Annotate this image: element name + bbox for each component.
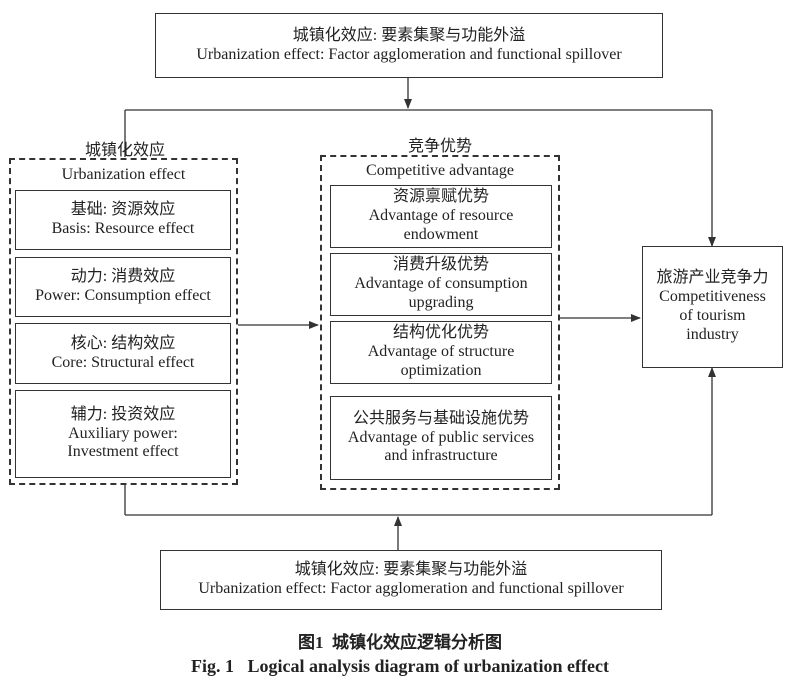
left-group-frame <box>9 158 238 485</box>
middle-group-inner-label: Competitive advantage <box>366 162 514 179</box>
bottom-box-en: Urbanization effect: Factor agglomeratio… <box>198 580 624 597</box>
bottom-factor-box: 城镇化效应: 要素集聚与功能外溢 Urbanization effect: Fa… <box>160 550 662 610</box>
left-item-consumption: 动力: 消费效应 Power: Consumption effect <box>15 257 231 317</box>
tourism-competitiveness-box: 旅游产业竞争力 Competitiveness of tourism indus… <box>642 246 783 368</box>
left-group-outer-label: 城镇化效应 <box>84 142 165 159</box>
figure-caption-cn: 图1 城镇化效应逻辑分析图 <box>298 633 502 652</box>
top-factor-box: 城镇化效应: 要素集聚与功能外溢 Urbanization effect: Fa… <box>155 13 663 78</box>
middle-group-frame <box>320 155 560 490</box>
middle-group-outer-label: 竞争优势 <box>407 138 472 155</box>
figure-caption-en: Fig. 1 Logical analysis diagram of urban… <box>191 656 609 676</box>
middle-item-structure-optimization: 结构优化优势 Advantage of structure optimizati… <box>330 321 552 384</box>
bottom-box-cn: 城镇化效应: 要素集聚与功能外溢 <box>294 561 528 579</box>
left-item-investment: 辅力: 投资效应 Auxiliary power: Investment eff… <box>15 390 231 478</box>
middle-item-consumption-upgrading: 消费升级优势 Advantage of consumption upgradin… <box>330 253 552 316</box>
left-item-structural: 核心: 结构效应 Core: Structural effect <box>15 323 231 384</box>
top-box-cn: 城镇化效应: 要素集聚与功能外溢 <box>292 26 526 44</box>
middle-item-public-services: 公共服务与基础设施优势 Advantage of public services… <box>330 396 552 480</box>
top-box-en: Urbanization effect: Factor agglomeratio… <box>196 45 622 63</box>
middle-item-resource-endowment: 资源禀赋优势 Advantage of resource endowment <box>330 185 552 248</box>
left-item-resource: 基础: 资源效应 Basis: Resource effect <box>15 190 231 250</box>
left-group-inner-label: Urbanization effect <box>61 166 186 183</box>
